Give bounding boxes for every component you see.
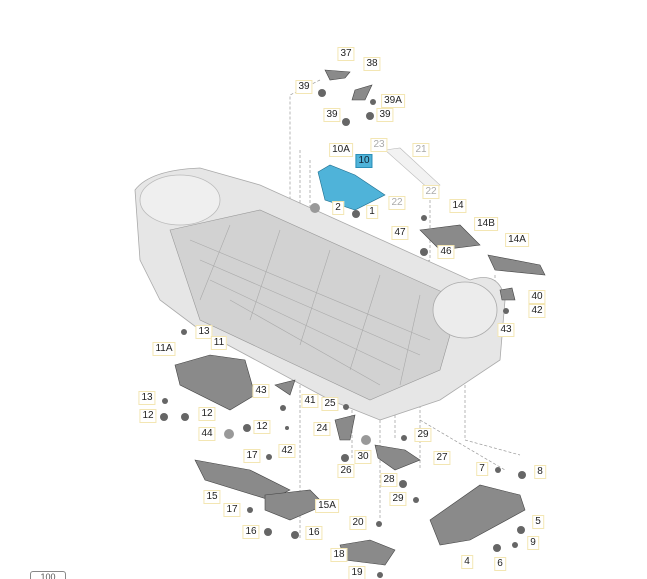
callout-41[interactable]: 41 xyxy=(301,394,319,408)
callout-42[interactable]: 42 xyxy=(278,444,296,458)
callout-11[interactable]: 11 xyxy=(210,336,228,350)
callout-17[interactable]: 17 xyxy=(223,503,241,517)
callout-18[interactable]: 18 xyxy=(330,548,348,562)
fasteners xyxy=(160,89,526,578)
part-18 xyxy=(339,539,396,566)
callout-30[interactable]: 30 xyxy=(354,450,372,464)
callout-1[interactable]: 1 xyxy=(366,205,378,219)
callout-26[interactable]: 26 xyxy=(337,464,355,478)
callout-11a[interactable]: 11A xyxy=(152,342,176,356)
callout-14b[interactable]: 14B xyxy=(474,217,498,231)
callout-9[interactable]: 9 xyxy=(527,536,539,550)
part-14a xyxy=(487,254,546,276)
callout-15a[interactable]: 15A xyxy=(315,499,339,513)
part-11 xyxy=(174,354,256,411)
callout-28[interactable]: 28 xyxy=(380,473,398,487)
vehicle-underbody xyxy=(134,167,506,421)
callout-13[interactable]: 13 xyxy=(195,325,213,339)
callout-24[interactable]: 24 xyxy=(313,422,331,436)
callout-14a[interactable]: 14A xyxy=(505,233,529,247)
callout-6[interactable]: 6 xyxy=(494,557,506,571)
callout-5[interactable]: 5 xyxy=(532,515,544,529)
callout-7[interactable]: 7 xyxy=(476,462,488,476)
callout-22[interactable]: 22 xyxy=(422,185,440,199)
callout-16[interactable]: 16 xyxy=(305,526,323,540)
callout-47[interactable]: 47 xyxy=(391,226,409,240)
callout-23[interactable]: 23 xyxy=(370,138,388,152)
callout-39[interactable]: 39 xyxy=(376,108,394,122)
callout-44[interactable]: 44 xyxy=(198,427,216,441)
callout-43[interactable]: 43 xyxy=(252,384,270,398)
callout-29[interactable]: 29 xyxy=(389,492,407,506)
part-41 xyxy=(274,379,296,396)
part-21 xyxy=(384,147,441,191)
callout-21[interactable]: 21 xyxy=(412,143,430,157)
callout-2[interactable]: 2 xyxy=(332,201,344,215)
part-40 xyxy=(499,287,516,301)
part-4 xyxy=(429,484,526,546)
callout-40[interactable]: 40 xyxy=(528,290,546,304)
callout-12[interactable]: 12 xyxy=(253,420,271,434)
callout-22[interactable]: 22 xyxy=(388,196,406,210)
part-24 xyxy=(334,414,356,441)
part-15a xyxy=(264,489,326,521)
callout-10-highlighted[interactable]: 10 xyxy=(355,154,373,168)
callout-13[interactable]: 13 xyxy=(138,391,156,405)
callout-10a[interactable]: 10A xyxy=(329,143,353,157)
part-38 xyxy=(351,84,373,101)
callout-19[interactable]: 19 xyxy=(348,566,366,579)
callout-4[interactable]: 4 xyxy=(461,555,473,569)
callout-16[interactable]: 16 xyxy=(242,525,260,539)
callout-39[interactable]: 39 xyxy=(295,80,313,94)
callout-17[interactable]: 17 xyxy=(243,449,261,463)
callout-38[interactable]: 38 xyxy=(363,57,381,71)
callout-29[interactable]: 29 xyxy=(414,428,432,442)
callout-42[interactable]: 42 xyxy=(528,304,546,318)
callout-15[interactable]: 15 xyxy=(203,490,221,504)
callout-14[interactable]: 14 xyxy=(449,199,467,213)
part-37 xyxy=(324,69,351,81)
callout-12[interactable]: 12 xyxy=(139,409,157,423)
part-10-highlighted xyxy=(317,164,386,211)
callout-37[interactable]: 37 xyxy=(337,47,355,61)
callout-27[interactable]: 27 xyxy=(433,451,451,465)
callout-12[interactable]: 12 xyxy=(198,407,216,421)
callout-39[interactable]: 39 xyxy=(323,108,341,122)
callout-46[interactable]: 46 xyxy=(437,245,455,259)
callout-20[interactable]: 20 xyxy=(349,516,367,530)
callout-25[interactable]: 25 xyxy=(321,397,339,411)
callout-39a[interactable]: 39A xyxy=(381,94,405,108)
callout-8[interactable]: 8 xyxy=(534,465,546,479)
part-27 xyxy=(374,444,421,471)
part-14 xyxy=(419,224,481,251)
page-reference-box: 100 xyxy=(30,571,66,579)
callout-43[interactable]: 43 xyxy=(497,323,515,337)
